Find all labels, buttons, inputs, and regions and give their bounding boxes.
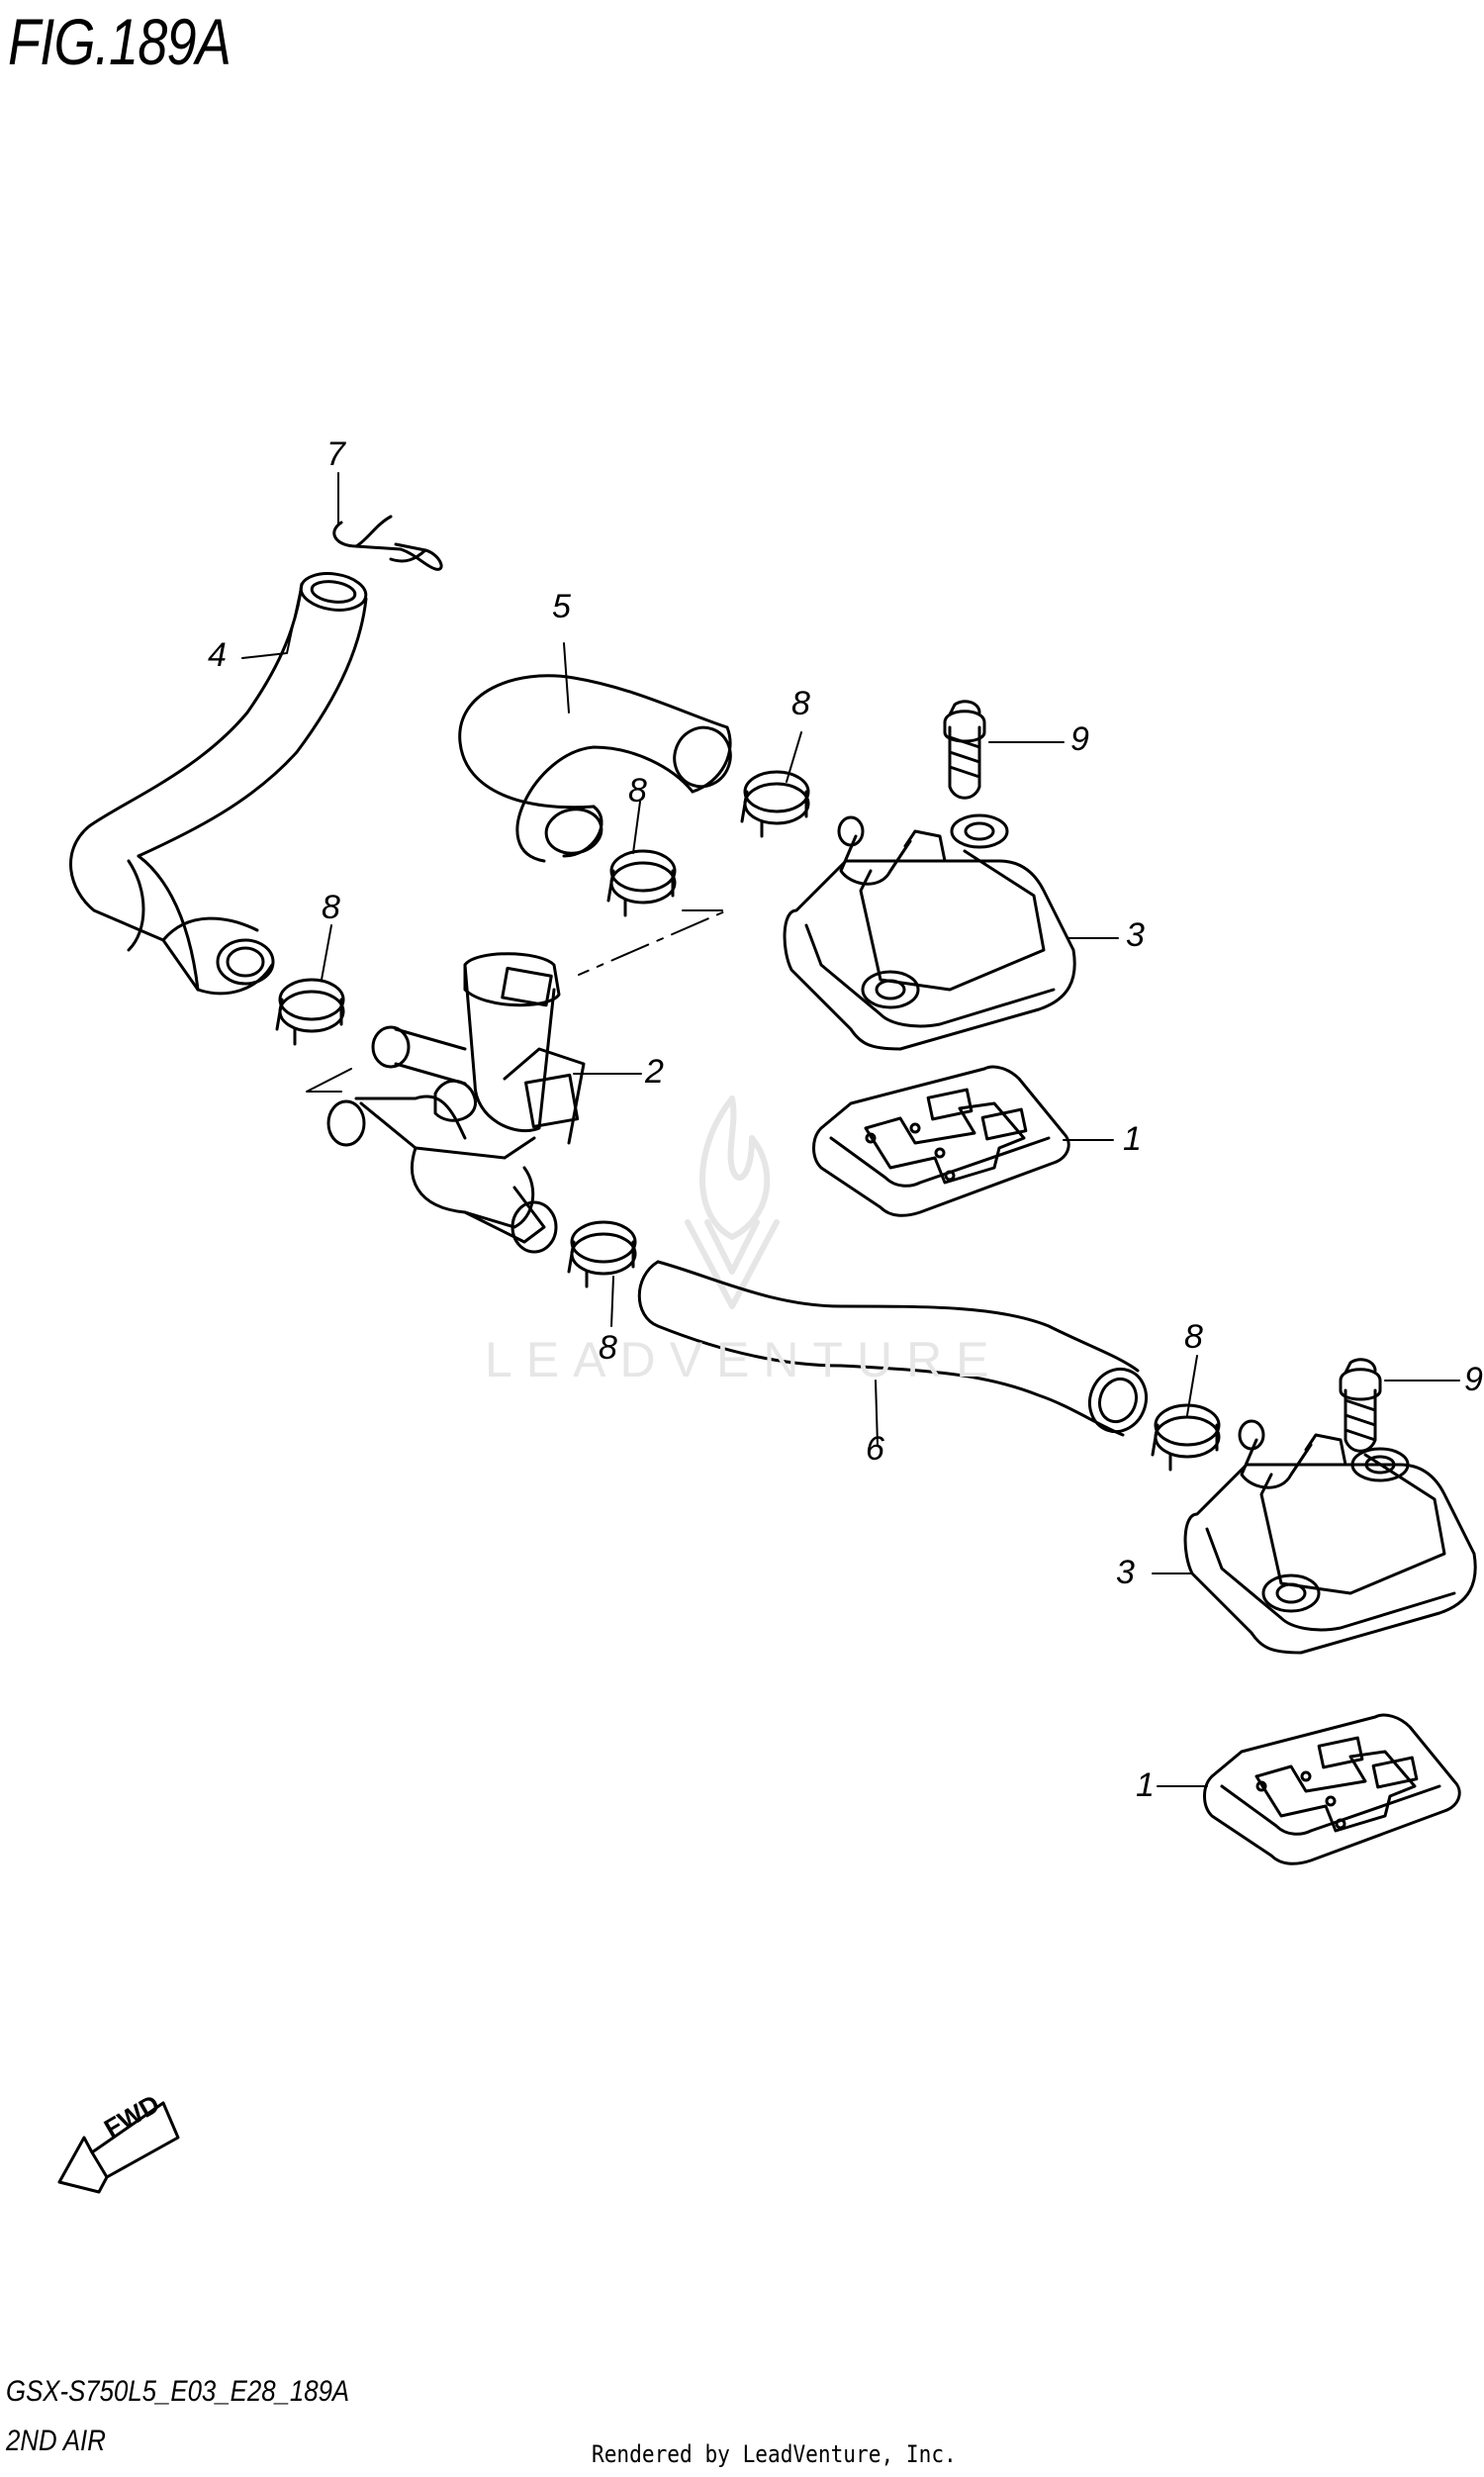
callout-8-b[interactable]: 8 [628, 772, 647, 810]
callout-6[interactable]: 6 [866, 1430, 884, 1468]
clamp-part-8-c [275, 978, 345, 1046]
callout-1-b[interactable]: 1 [1136, 1766, 1155, 1804]
callout-leaders [241, 472, 1460, 1787]
hose-part-6 [637, 1260, 1148, 1437]
leader-lines [306, 909, 728, 1093]
hose-part-5 [458, 674, 732, 863]
group-name: 2ND AIR [6, 2425, 106, 2457]
hose-part-4 [69, 572, 368, 996]
diagram-code: GSX-S750L5_E03_E28_189A [6, 2375, 350, 2408]
callout-9-a[interactable]: 9 [1070, 720, 1089, 758]
watermark-text: LEADVENTURE [485, 1332, 1003, 1387]
callout-5[interactable]: 5 [552, 588, 571, 625]
callout-4[interactable]: 4 [208, 636, 227, 674]
callout-2[interactable]: 2 [645, 1053, 664, 1091]
clamp-part-8-b [606, 849, 677, 917]
figure-title: FIG.189A [8, 5, 232, 78]
clamp-part-8-a [740, 770, 810, 838]
watermark-flame-icon [685, 1096, 780, 1309]
bolt-part-9-upper [943, 700, 986, 800]
callout-8-c[interactable]: 8 [322, 889, 340, 926]
callout-7[interactable]: 7 [326, 435, 345, 473]
callout-3-a[interactable]: 3 [1126, 916, 1145, 954]
reed-plate-part-1-upper [812, 1065, 1070, 1217]
callout-3-b[interactable]: 3 [1116, 1554, 1135, 1591]
reed-cover-part-3-lower [1183, 1419, 1477, 1655]
clamp-part-8-d [567, 1220, 637, 1288]
valve-part-2 [326, 952, 586, 1254]
callout-8-a[interactable]: 8 [791, 685, 810, 722]
callout-9-b[interactable]: 9 [1464, 1361, 1483, 1398]
reed-cover-part-3-upper [783, 813, 1076, 1051]
clamp-part-8-e [1151, 1403, 1221, 1472]
reed-plate-part-1-lower [1203, 1713, 1461, 1865]
fwd-arrow-icon [57, 2101, 180, 2194]
callout-8-d[interactable]: 8 [599, 1329, 617, 1367]
bolt-part-9-lower [1339, 1358, 1382, 1453]
render-credit: Rendered by LeadVenture, Inc. [592, 2440, 957, 2468]
wire-clip-part-7 [332, 515, 443, 571]
callout-8-e[interactable]: 8 [1184, 1318, 1203, 1356]
callout-1-a[interactable]: 1 [1123, 1120, 1142, 1158]
